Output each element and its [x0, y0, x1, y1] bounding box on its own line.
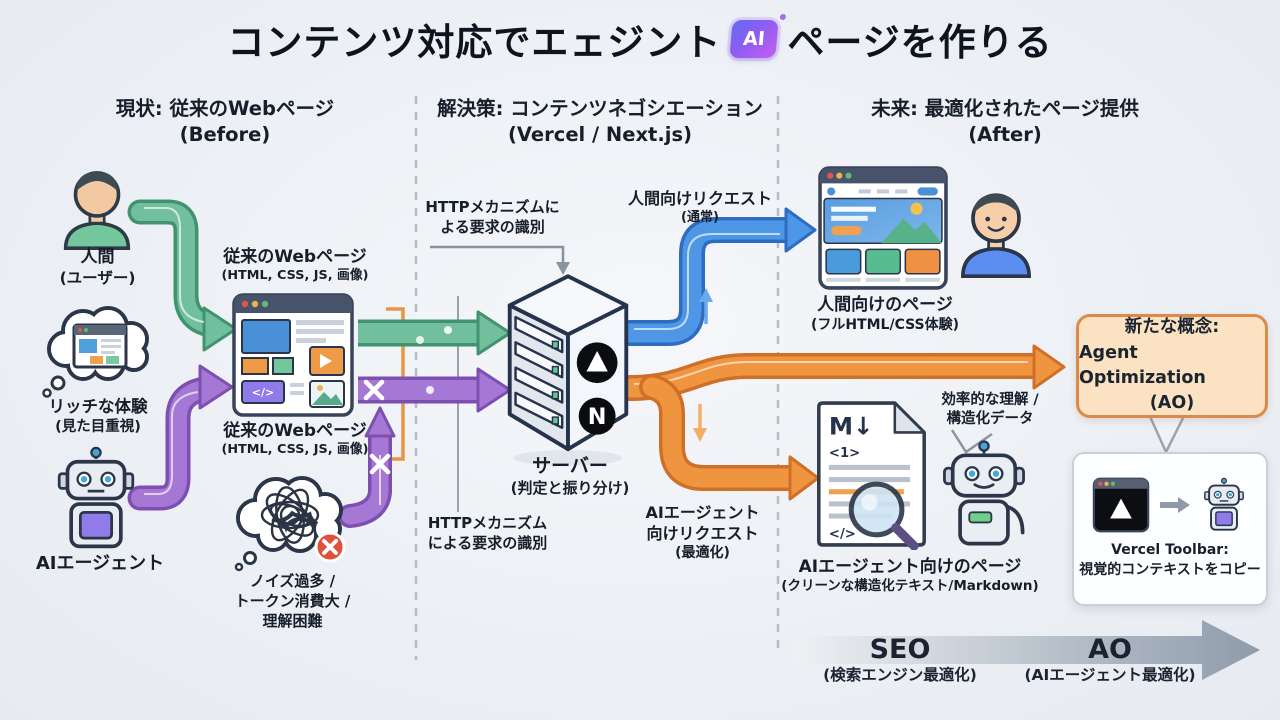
- efficiency-bubble-label: 効率的な理解 / 構造化データ: [941, 392, 1039, 428]
- ai-badge-icon: AI: [729, 20, 780, 58]
- ao-concept-box: 新たな概念: Agent Optimization (AO): [1076, 314, 1268, 418]
- rich-experience-label: リッチな体験 (見た目重視): [48, 397, 148, 435]
- arrow-agent-to-page: [127, 364, 234, 511]
- markdown-document-icon: M↓ <1> </>: [813, 398, 931, 554]
- heading-before-line1: 現状: 従来のWebページ: [115, 97, 335, 120]
- noise-label: ノイズ過多 / トークン消費大 / 理解困難: [234, 572, 351, 630]
- arrow-server-to-agent-page: [639, 374, 820, 501]
- rich-experience-cloud-icon: [38, 291, 160, 405]
- title-text-after: ページを作りる: [787, 21, 1053, 64]
- page-title: コンテンツ対応でエェジント AI ページを作りる: [0, 12, 1280, 66]
- server-label: サーバー (判定と振り分け): [510, 455, 630, 498]
- noise-cloud-icon: [226, 462, 354, 578]
- server-slots: [514, 315, 564, 430]
- heading-solution-line2: (Vercel / Next.js): [507, 122, 692, 146]
- seo-ao-axis-arrow: [792, 620, 1260, 680]
- magnifier-icon: [848, 481, 919, 551]
- server-leds: [551, 340, 560, 425]
- markdown-logo: M↓: [829, 411, 874, 440]
- seo-axis-label: SEO: [869, 634, 931, 665]
- human-request-label: 人間向けリクエスト (通常): [627, 189, 772, 226]
- human-page-label: 人間向けのページ (フルHTML/CSS体験): [810, 295, 960, 334]
- error-badge-icon: [314, 531, 346, 563]
- small-up-arrow-icon: [699, 288, 713, 324]
- ao-axis-label: AO: [1088, 634, 1132, 665]
- doc-tag-close: </>: [829, 527, 856, 542]
- vercel-window-icon: [1092, 478, 1150, 533]
- small-down-arrow-icon: [693, 404, 707, 442]
- arrow-server-to-human-page: [617, 207, 817, 346]
- column-heading-before: 現状: 従来のWebページ (Before): [60, 96, 390, 147]
- human-page-browser-icon: [818, 166, 948, 294]
- agent-request-label: AIエージェント 向けリクエスト (最適化): [645, 503, 760, 562]
- heading-solution-line1: 解決策: コンテンツネゴシエーション: [437, 97, 763, 120]
- title-text-before: コンテンツ対応でエェジント: [227, 21, 722, 64]
- reading-robot-icon: [938, 438, 1030, 552]
- http-top-connector: [430, 245, 570, 275]
- column-heading-after: 未来: 最適化されたページ提供 (After): [820, 96, 1190, 147]
- legacy-page-top-label: 従来のWebページ (HTML, CSS, JS, 画像): [221, 247, 369, 284]
- code-glyph: </>: [252, 386, 274, 399]
- svg-text:N: N: [588, 404, 607, 430]
- arrow-noise-branch: [338, 406, 396, 528]
- ai-agent-label: AIエージェント: [35, 553, 165, 574]
- arrow-human-to-page: [127, 199, 238, 352]
- legacy-browser-icon: </>: [232, 293, 354, 421]
- ai-agent-robot-icon: [50, 446, 142, 556]
- arrow-page-to-server-purple: [358, 367, 512, 413]
- doc-tag-open: <1>: [829, 446, 860, 461]
- nextjs-logo-icon: N: [578, 397, 616, 435]
- server-icon: N: [500, 270, 636, 474]
- toolbar-robot-icon: [1204, 478, 1244, 532]
- vercel-toolbar-box: Vercel Toolbar: 視覚的コンテキストをコピー: [1072, 452, 1268, 606]
- mini-browser-icon: [72, 323, 128, 369]
- x-mark-icon: [363, 379, 391, 475]
- happy-user-icon: [950, 184, 1042, 284]
- toolbar-illustration: [1092, 477, 1248, 533]
- heading-after-line1: 未来: 最適化されたページ提供: [871, 97, 1139, 120]
- http-mechanism-bottom-label: HTTPメカニズム による要求の識別: [427, 514, 548, 552]
- column-heading-solution: 解決策: コンテンツネゴシエーション (Vercel / Next.js): [420, 96, 780, 147]
- ao-callout-pointer: [1146, 410, 1188, 454]
- bubble-callout: [950, 429, 993, 454]
- human-user-label: 人間 (ユーザー): [59, 247, 136, 288]
- ao-axis-sublabel: (AIエージェント最適化): [1024, 666, 1196, 684]
- vercel-logo-icon: [576, 342, 618, 384]
- toolbar-caption: Vercel Toolbar: 視覚的コンテキストをコピー: [1079, 542, 1261, 578]
- arrow-server-to-ao: [617, 344, 1066, 401]
- heading-before-line2: (Before): [179, 122, 271, 146]
- heading-after-line2: (After): [968, 122, 1042, 146]
- seo-axis-sublabel: (検索エンジン最適化): [823, 666, 977, 684]
- ai-badge-text: AI: [742, 28, 767, 50]
- transfer-arrow-icon: [1160, 497, 1190, 514]
- human-user-icon: [52, 164, 142, 254]
- tangle-scribble: [260, 486, 320, 544]
- http-mechanism-top-label: HTTPメカニズムに よる要求の識別: [425, 198, 560, 236]
- agent-page-label: AIエージェント向けのページ (クリーンな構造化テキスト/Markdown): [781, 557, 1039, 595]
- legacy-page-bottom-label: 従来のWebページ (HTML, CSS, JS, 画像): [221, 421, 369, 458]
- arrow-page-to-server-green: [358, 310, 512, 356]
